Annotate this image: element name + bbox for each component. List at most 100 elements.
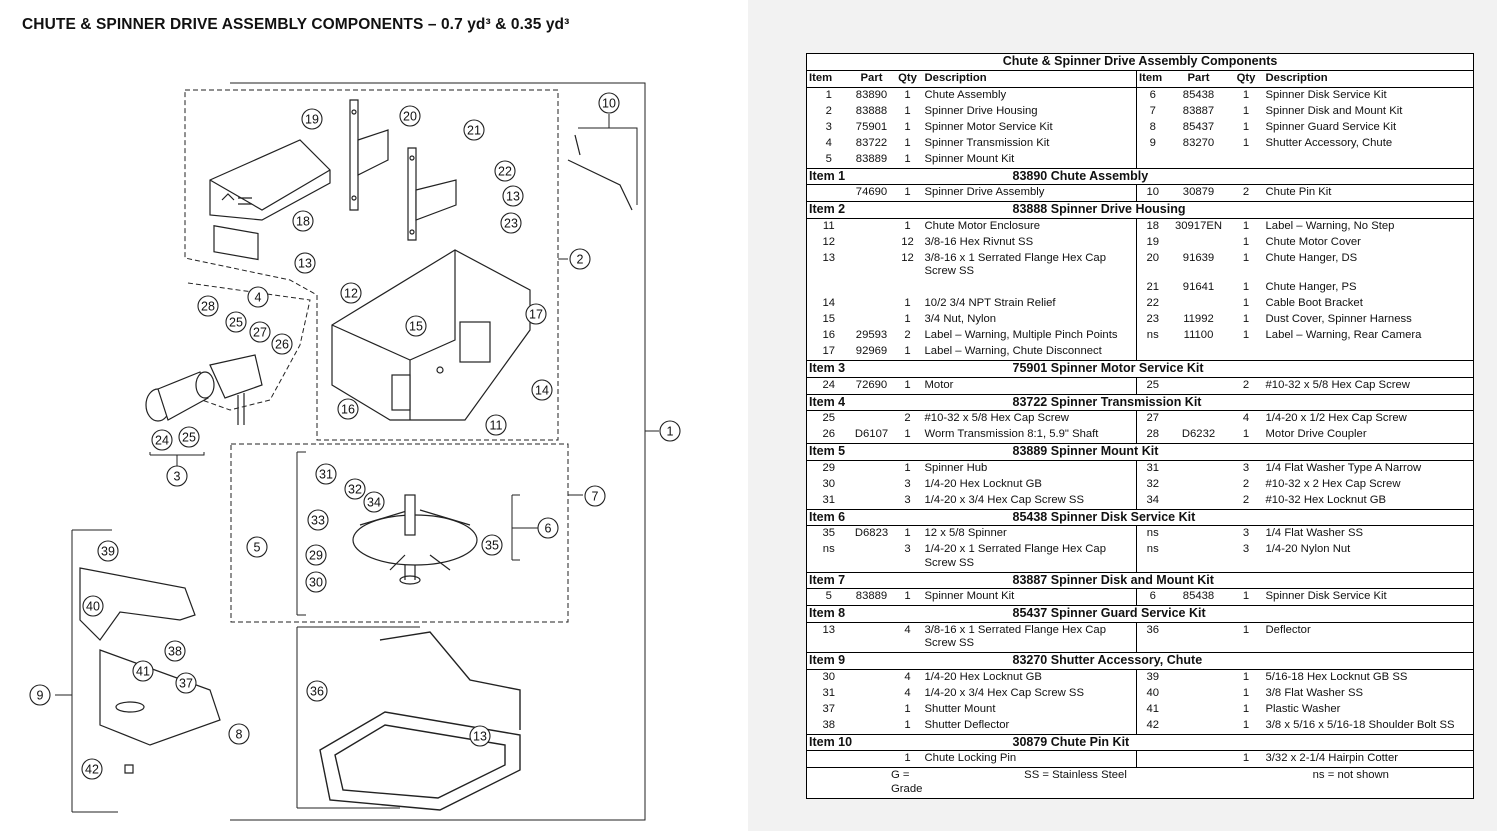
table-cell: 5/16-18 Hex Locknut GB SS — [1265, 670, 1408, 683]
callout-label: 29 — [309, 548, 323, 562]
table-cell: Label – Warning, Rear Camera — [1265, 329, 1422, 341]
table-cell — [851, 411, 893, 428]
table-cell: 75901 — [855, 120, 888, 133]
callout-18: 18 — [292, 210, 314, 232]
table-cell: 8 — [1149, 120, 1156, 133]
table-cell: 1 — [825, 88, 832, 101]
callout-label: 7 — [592, 489, 599, 503]
callout-10: 10 — [598, 92, 620, 114]
table-cell: 75901 Spinner Motor Service Kit — [892, 360, 1474, 378]
table-cell: 38 — [822, 718, 836, 731]
table-cell: 1 — [1242, 88, 1250, 101]
table-cell — [851, 718, 893, 735]
dashed-box-item-2 — [184, 89, 559, 441]
table-cell — [851, 312, 893, 328]
table-cell: Cable Boot Bracket — [1265, 297, 1363, 309]
table-cell: 1 — [1242, 235, 1250, 248]
table-cell: Shutter Accessory, Chute — [1265, 136, 1393, 149]
callout-12: 12 — [340, 282, 362, 304]
table-cell: 83889 Spinner Mount Kit — [892, 443, 1474, 461]
table-cell: Label – Warning, Chute Disconnect — [922, 344, 1137, 361]
table-cell: 1 — [904, 428, 911, 440]
callout-label: 9 — [37, 688, 44, 702]
table-cell — [851, 460, 893, 477]
table-cell: 3 — [904, 493, 911, 506]
table-cell: 10/2 3/4 NPT Strain Relief — [922, 296, 1137, 312]
table-cell: 1 — [904, 378, 911, 391]
table-cell: 16 — [822, 329, 836, 341]
table-cell: 1 — [1242, 590, 1250, 602]
table-cell: Chute & Spinner Drive Assembly Component… — [806, 53, 1474, 71]
table-cell: ns = not shown — [1228, 767, 1474, 798]
table-cell: 2 — [904, 412, 911, 424]
table-cell: 21 — [1146, 281, 1160, 293]
table-cell: 1 — [904, 88, 911, 101]
table-cell: G = Grade — [806, 767, 923, 798]
table-cell — [1229, 344, 1264, 361]
callout-42: 42 — [81, 758, 103, 780]
table-cell: 1/4-20 x 3/4 Hex Cap Screw SS — [922, 685, 1137, 702]
table-cell: 12 — [822, 235, 836, 248]
table-cell: 37 — [822, 702, 836, 715]
callout-label: 15 — [409, 319, 423, 333]
table-cell: 1 — [904, 718, 911, 731]
table-cell: 12 — [901, 235, 914, 248]
callout-3: 3 — [166, 465, 188, 487]
callout-36: 36 — [306, 680, 328, 702]
table-cell: 1 — [904, 313, 911, 325]
table-cell — [807, 751, 851, 768]
bracket-item-6 — [511, 494, 538, 561]
table-cell: SS = Stainless Steel — [922, 767, 1229, 798]
table-cell: ns — [1146, 527, 1159, 539]
table-cell — [851, 280, 893, 296]
table-cell: 1 — [1242, 281, 1250, 293]
deflector-drawing — [319, 631, 521, 811]
table-cell — [851, 542, 893, 572]
table-cell: 26 — [822, 428, 836, 440]
table-title-row: Chute & Spinner Drive Assembly Component… — [806, 53, 1474, 71]
callout-label: 28 — [201, 299, 215, 313]
table-cell — [1169, 718, 1229, 735]
table-cell: Chute Pin Kit — [1265, 186, 1332, 198]
table-cell: 1 — [1242, 120, 1250, 133]
table-cell — [922, 280, 1137, 296]
table-cell: 27 — [1146, 412, 1160, 424]
diagram-panel: CHUTE & SPINNER DRIVE ASSEMBLY COMPONENT… — [0, 0, 748, 831]
table-cell — [1137, 751, 1169, 768]
bracket-item-8 — [296, 626, 420, 809]
callout-22: 22 — [494, 160, 516, 182]
table-cell: 17 — [822, 345, 836, 357]
table-cell: 1 — [904, 702, 911, 715]
table-cell — [851, 296, 893, 312]
callout-28: 28 — [197, 295, 219, 317]
table-cell: 2 — [904, 329, 911, 341]
table-cell: Description — [1263, 70, 1474, 88]
callout-label: 25 — [182, 430, 196, 444]
callout-21: 21 — [463, 119, 485, 141]
table-cell — [851, 251, 893, 281]
table-cell: 13 — [822, 251, 836, 264]
callout-label: 2 — [577, 252, 584, 266]
table-cell: 35 — [822, 527, 836, 539]
table-cell: 92969 — [855, 345, 888, 357]
table-cell: 83889 — [855, 152, 888, 165]
dashed-box-item-4 — [187, 282, 311, 411]
table-cell: 1/4-20 x 1/2 Hex Cap Screw — [1265, 412, 1407, 424]
parts-table: Chute & Spinner Drive Assembly Component… — [806, 53, 1475, 799]
table-cell: Spinner Drive Assembly — [922, 184, 1137, 202]
table-cell: 83722 — [855, 136, 888, 149]
table-cell: 4 — [1242, 412, 1250, 424]
table-cell: 85438 Spinner Disk Service Kit — [892, 508, 1474, 526]
callout-label: 10 — [602, 96, 616, 110]
table-cell: Item 8 — [806, 605, 893, 623]
table-cell — [1137, 344, 1169, 361]
